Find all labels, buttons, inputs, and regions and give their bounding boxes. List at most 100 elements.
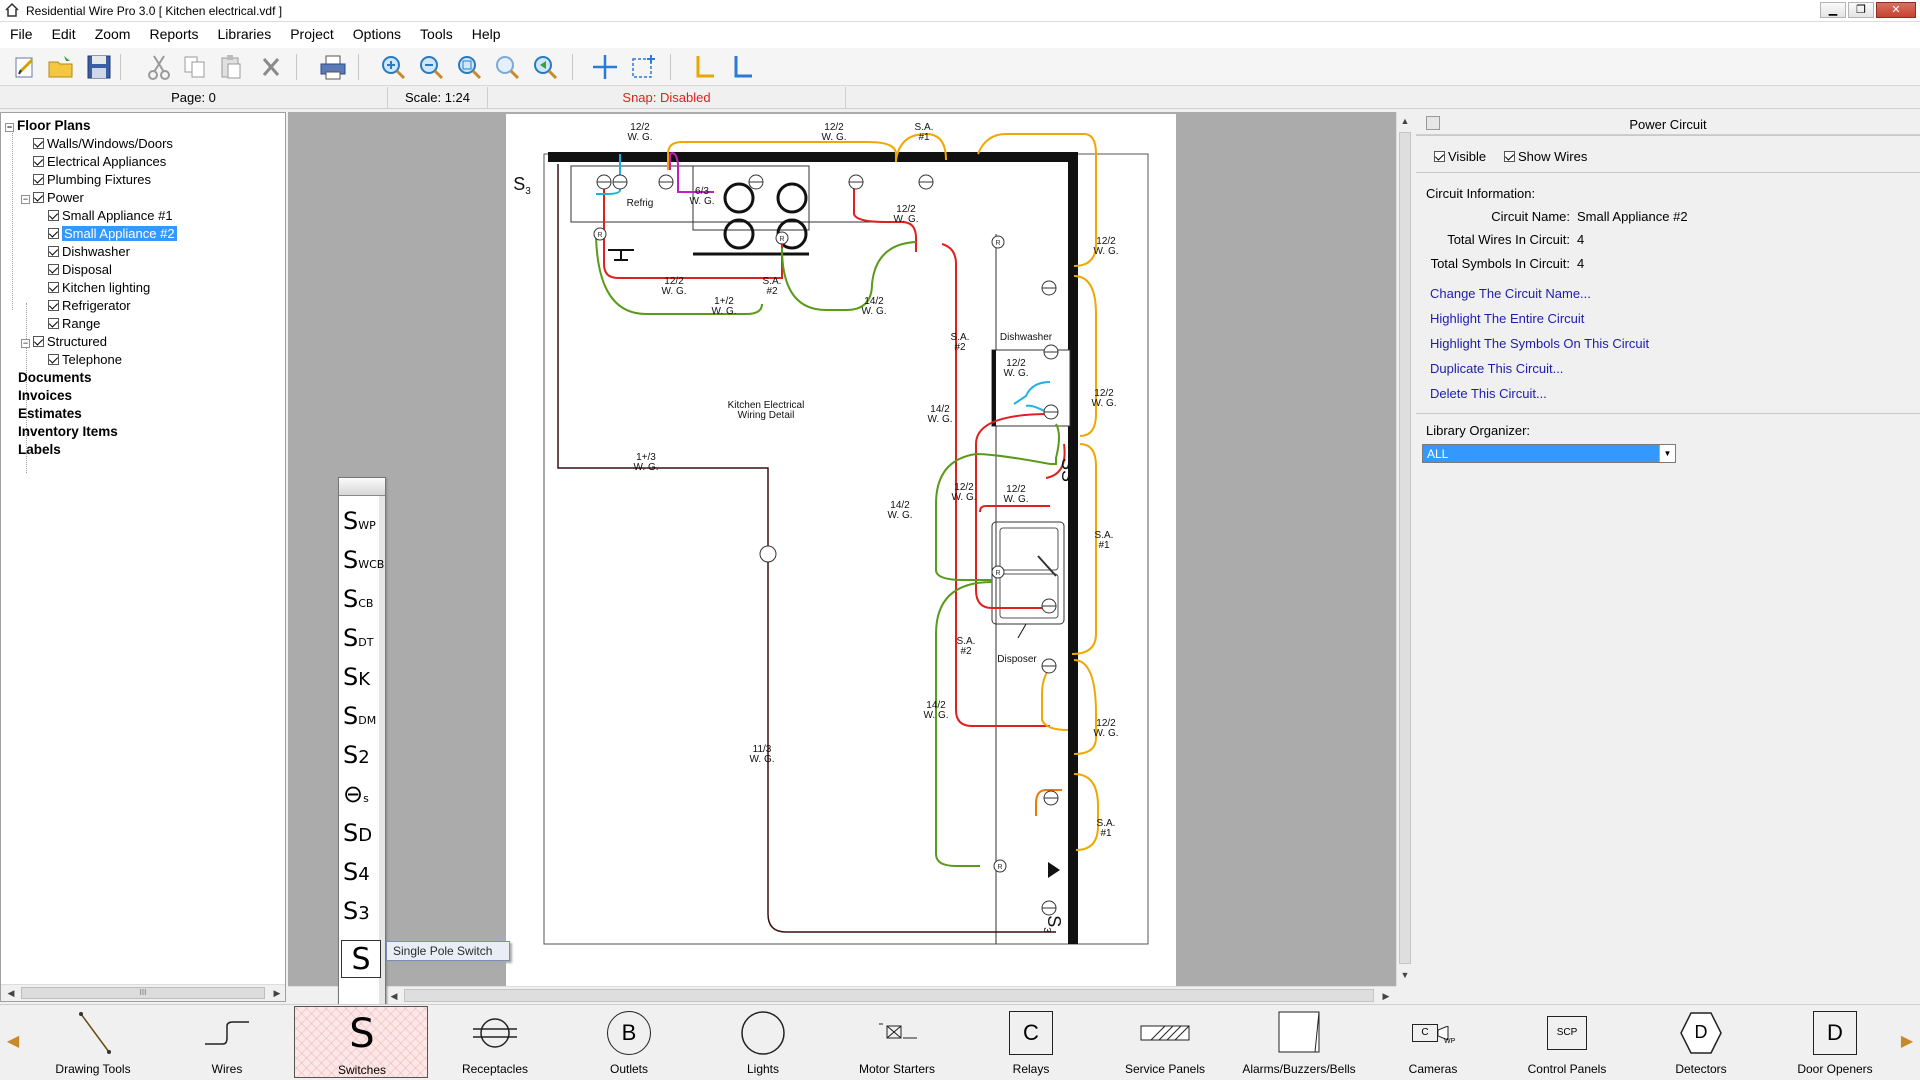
checkbox-range[interactable] xyxy=(48,318,59,329)
tree-kitchen-lighting[interactable]: Kitchen lighting xyxy=(48,279,150,296)
library-organizer-select[interactable]: ALL▼ xyxy=(1422,444,1676,463)
menu-libraries[interactable]: Libraries xyxy=(217,26,272,42)
menu-tools[interactable]: Tools xyxy=(420,26,453,42)
switch-four-way[interactable]: S4 xyxy=(343,858,370,886)
tree-telephone[interactable]: Telephone xyxy=(48,351,122,368)
category-outlets[interactable]: B Outlets xyxy=(562,1006,696,1078)
crosshair-icon[interactable] xyxy=(590,52,620,82)
tree-estimates[interactable]: Estimates xyxy=(18,406,82,421)
category-wires[interactable]: Wires xyxy=(160,1006,294,1078)
tree-disposal[interactable]: Disposal xyxy=(48,261,112,278)
tree-refrigerator[interactable]: Refrigerator xyxy=(48,297,131,314)
checkbox-sa1[interactable] xyxy=(48,210,59,221)
menu-project[interactable]: Project xyxy=(290,26,334,42)
tree-inventory-items[interactable]: Inventory Items xyxy=(18,424,118,439)
switch-receptacle[interactable]: ⊖s xyxy=(343,780,369,808)
show-wires-check-icon[interactable] xyxy=(1504,151,1515,162)
tree-electrical-appliances[interactable]: Electrical Appliances xyxy=(33,153,166,170)
category-next-icon[interactable]: ▶ xyxy=(1900,1033,1914,1050)
menu-edit[interactable]: Edit xyxy=(51,26,76,42)
scroll-left-icon[interactable]: ◀ xyxy=(7,988,15,998)
canvas-horizontal-scrollbar[interactable]: ◀ ▶ xyxy=(288,986,1396,1004)
tree-documents[interactable]: Documents xyxy=(18,370,92,385)
vscroll-thumb[interactable] xyxy=(1399,132,1411,964)
switch-double-throw[interactable]: SDT xyxy=(343,624,374,652)
tree-structured[interactable]: −Structured xyxy=(21,333,107,350)
canvas-vertical-scrollbar[interactable]: ▲ ▼ xyxy=(1396,112,1413,986)
switch-weatherproof[interactable]: SWP xyxy=(343,507,376,535)
category-relays[interactable]: C Relays xyxy=(964,1006,1098,1078)
hscroll-left-icon[interactable]: ◀ xyxy=(390,991,398,1001)
change-circuit-name-link[interactable]: Change The Circuit Name... xyxy=(1430,286,1591,301)
checkbox-kitchen-lighting[interactable] xyxy=(48,282,59,293)
checkbox-telephone[interactable] xyxy=(48,354,59,365)
category-lights[interactable]: Lights xyxy=(696,1006,830,1078)
paste-icon[interactable] xyxy=(216,52,246,82)
chevron-down-icon[interactable]: ▼ xyxy=(1659,445,1675,462)
maximize-button[interactable]: ❐ xyxy=(1848,2,1874,18)
tree-power[interactable]: −Power xyxy=(21,189,84,206)
tree-plumbing[interactable]: Plumbing Fixtures xyxy=(33,171,151,188)
checkbox-power[interactable] xyxy=(33,192,44,203)
zoom-all-icon[interactable] xyxy=(492,52,522,82)
category-drawing-tools[interactable]: Drawing Tools xyxy=(26,1006,160,1078)
show-wires-checkbox[interactable]: Show Wires xyxy=(1504,149,1587,164)
tree-range[interactable]: Range xyxy=(48,315,100,332)
category-service-panels[interactable]: Service Panels xyxy=(1098,1006,1232,1078)
switch-dimmer[interactable]: SDM xyxy=(343,702,377,730)
switch-door[interactable]: SD xyxy=(343,819,373,847)
checkbox-plumbing[interactable] xyxy=(33,174,44,185)
tree-labels[interactable]: Labels xyxy=(18,442,61,457)
tree-invoices[interactable]: Invoices xyxy=(18,388,73,403)
collapse-icon[interactable]: − xyxy=(21,338,30,348)
tree-small-appliance-1[interactable]: Small Appliance #1 xyxy=(48,207,173,224)
switch-single-pole[interactable]: S xyxy=(341,940,381,978)
highlight-circuit-link[interactable]: Highlight The Entire Circuit xyxy=(1430,311,1585,326)
category-switches[interactable]: S Switches xyxy=(294,1006,428,1078)
minimize-button[interactable]: ▁ xyxy=(1820,2,1846,18)
palette-header[interactable] xyxy=(339,478,385,496)
checkbox-electrical[interactable] xyxy=(33,156,44,167)
menu-options[interactable]: Options xyxy=(352,26,402,42)
scroll-right-icon[interactable]: ▶ xyxy=(273,988,281,998)
tree-scroll-thumb[interactable]: III xyxy=(21,987,265,999)
pin-icon[interactable] xyxy=(1426,116,1440,130)
menu-reports[interactable]: Reports xyxy=(149,26,199,42)
print-icon[interactable] xyxy=(318,52,348,82)
zoom-in-icon[interactable] xyxy=(378,52,408,82)
category-door-openers[interactable]: D Door Openers xyxy=(1768,1006,1902,1078)
category-detectors[interactable]: D Detectors xyxy=(1634,1006,1768,1078)
s3-switch-top[interactable]: S3 xyxy=(513,174,531,197)
switch-three-way[interactable]: S3 xyxy=(343,897,370,925)
scroll-down-icon[interactable]: ▼ xyxy=(1400,970,1410,980)
switch-circuit-breaker[interactable]: SCB xyxy=(343,585,374,613)
s3-switch-bottom[interactable]: S3 xyxy=(1041,915,1064,933)
checkbox-dishwasher[interactable] xyxy=(48,246,59,257)
cut-icon[interactable] xyxy=(144,52,174,82)
save-icon[interactable] xyxy=(84,52,114,82)
highlight-symbols-link[interactable]: Highlight The Symbols On This Circuit xyxy=(1430,336,1650,351)
switch-double-pole[interactable]: S2 xyxy=(343,741,370,769)
menu-file[interactable]: File xyxy=(10,26,33,42)
category-receptacles[interactable]: Receptacles xyxy=(428,1006,562,1078)
new-icon[interactable] xyxy=(10,52,40,82)
hscroll-right-icon[interactable]: ▶ xyxy=(1382,991,1390,1001)
duplicate-circuit-link[interactable]: Duplicate This Circuit... xyxy=(1430,361,1564,376)
collapse-icon[interactable]: − xyxy=(21,194,30,204)
hscroll-thumb[interactable] xyxy=(404,989,1374,1002)
palette-scrollbar[interactable] xyxy=(379,496,385,1008)
category-motor-starters[interactable]: Motor Starters xyxy=(830,1006,964,1078)
checkbox-disposal[interactable] xyxy=(48,264,59,275)
menu-zoom[interactable]: Zoom xyxy=(94,26,131,42)
checkbox-walls[interactable] xyxy=(33,138,44,149)
checkbox-refrigerator[interactable] xyxy=(48,300,59,311)
collapse-icon[interactable]: − xyxy=(5,122,14,132)
open-folder-icon[interactable] xyxy=(46,52,76,82)
tree-horizontal-scrollbar[interactable]: ◀ III ▶ xyxy=(1,984,285,1001)
copy-icon[interactable] xyxy=(180,52,210,82)
delete-circuit-link[interactable]: Delete This Circuit... xyxy=(1430,386,1547,401)
drawing-page[interactable]: R R R R R S3 Refrig Dishwasher Disposer … xyxy=(506,114,1176,986)
menu-help[interactable]: Help xyxy=(471,26,501,42)
tree-walls[interactable]: Walls/Windows/Doors xyxy=(33,135,173,152)
